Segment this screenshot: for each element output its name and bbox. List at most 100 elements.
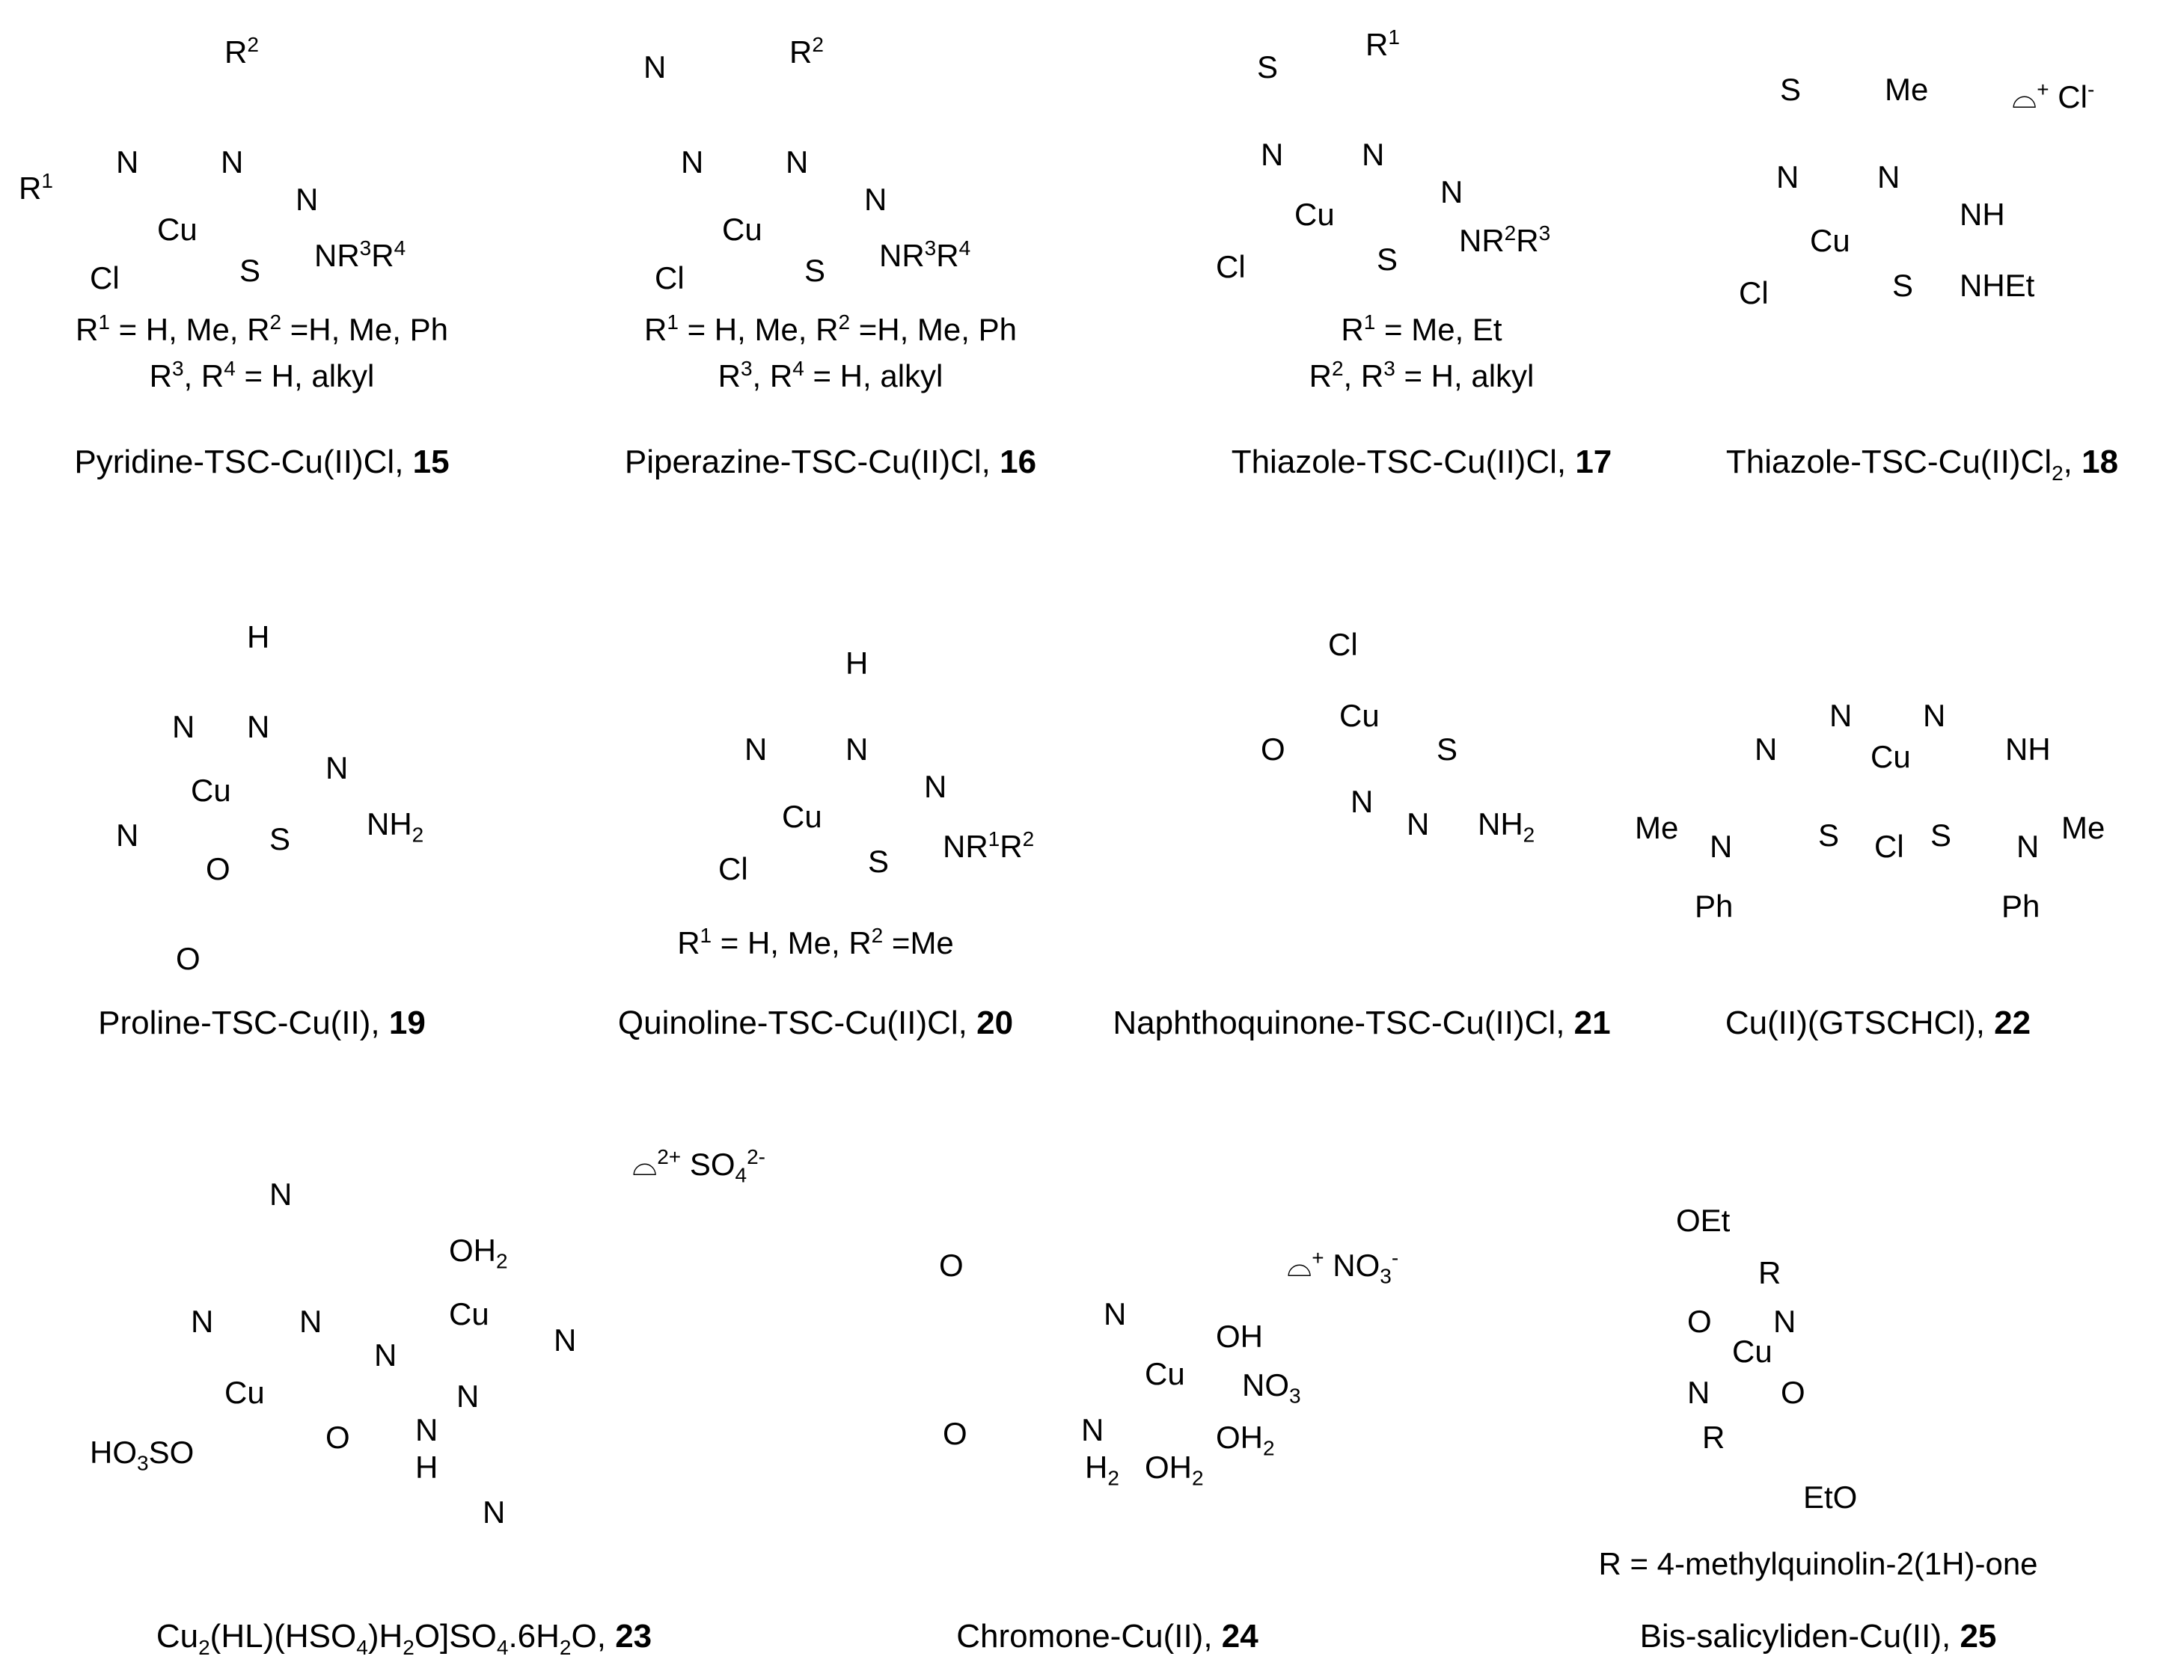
atom-label: Ph [1695,889,1734,924]
atom-label: Cl [718,851,748,886]
complex-name: Cu(II)(GTSCHCl), [1725,1005,1995,1041]
atom-label: N [643,49,667,85]
atom-label: OH [1216,1319,1263,1354]
atom-label: N [924,769,947,804]
atom-label: O [1781,1375,1805,1410]
counter-ion: ⌓+ Cl- [2012,78,2095,114]
atom-label: O [939,1248,964,1283]
atom-label: N [681,144,704,180]
atom-label: Cl [1216,249,1246,284]
atom-label: O [176,941,201,976]
atom-label: N [221,144,244,180]
substituent-definitions: R1 = Me, Et R2, R3 = H, alkyl [1160,307,1683,399]
atom-label: NR3R4 [314,236,406,273]
complex-caption: Naphthoquinone-TSC-Cu(II)Cl, 21 [1100,1002,1624,1044]
atom-label: N [1755,732,1778,767]
atom-label: N [299,1304,322,1339]
atom-label: N [554,1322,577,1358]
substituent-definitions: R1 = H, Me, R2 =H, Me, Ph R3, R4 = H, al… [569,307,1092,399]
atom-label: Cl [1328,627,1358,662]
substituent-line: R1 = Me, Et [1341,310,1502,348]
complex-caption: Quinoline-TSC-Cu(II)Cl, 20 [554,1002,1077,1044]
atom-label: N [483,1494,506,1530]
atom-label: NH [2005,732,2051,767]
atom-label: Cu [782,799,822,834]
atom-label: Me [1885,72,1929,107]
atom-label: S [1892,268,1914,303]
complex-16-panel: N R2 N N N Cu Cl S NR3R4 R1 = H, Me, R2 … [569,22,1092,501]
complex-name: Pyridine-TSC-Cu(II)Cl, [74,444,413,480]
atom-label: N [1407,806,1430,841]
atom-label: N [1362,137,1385,172]
atom-label: N [191,1304,214,1339]
complex-name: Bis-salicyliden-Cu(II), [1639,1618,1960,1655]
atom-label: Cu [449,1296,489,1331]
atom-label: O [325,1420,350,1455]
substituent-line: R = 4-methylquinolin-2(1H)-one [1598,1546,2038,1581]
atom-label: N [845,732,869,767]
atom-label: R2 [789,33,824,70]
complex-15-panel: R2 R1 N N N Cu Cl S NR3R4 R1 = H, Me, R2… [0,22,524,501]
atom-label: S [868,844,890,879]
complex-name: Proline-TSC-Cu(II), [98,1005,389,1041]
atom-label: S [269,821,291,856]
complex-caption: Bis-salicyliden-Cu(II), 25 [1489,1616,2147,1658]
atom-label: N [1829,698,1853,733]
atom-label: N [296,182,319,217]
counter-ion: ⌓2+ SO42- [632,1145,766,1187]
atom-label: S [239,253,261,288]
atom-label: Cu [191,773,231,808]
complex-caption: Pyridine-TSC-Cu(II)Cl, 15 [0,441,524,483]
atom-label: NR2R3 [1459,221,1551,258]
substituent-definitions: R1 = H, Me, R2 =Me [554,920,1077,966]
complex-caption: Thiazole-TSC-Cu(II)Cl2, 18 [1660,441,2184,483]
atom-label: N [1773,1304,1796,1339]
atom-label: OEt [1676,1203,1731,1238]
atom-label: N [374,1337,397,1373]
atom-label: HO3SO [90,1435,195,1475]
atom-label: N [1351,784,1374,819]
complex-caption: Piperazine-TSC-Cu(II)Cl, 16 [569,441,1092,483]
complex-number: 25 [1960,1618,1997,1655]
atom-label: H [845,646,869,681]
atom-label: OH2 [449,1233,508,1273]
complex-number: 18 [2081,444,2119,480]
complex-name: Thiazole-TSC-Cu(II)Cl2, [1725,444,2082,485]
atom-label: N [1440,174,1463,209]
atom-label: H [247,619,270,654]
atom-label: NO3 [1242,1367,1301,1408]
atom-label: N [1687,1375,1710,1410]
atom-label: Cu [1145,1356,1185,1391]
substituent-line: R3, R4 = H, alkyl [149,357,375,394]
substituent-definitions: R1 = H, Me, R2 =H, Me, Ph R3, R4 = H, al… [0,307,524,399]
atom-label: S [1818,818,1840,853]
atom-label: N [1776,159,1799,194]
complex-number: 22 [1994,1005,2031,1041]
atom-label: N [744,732,768,767]
complex-name: Cu2(HL)(HSO4)H2O]SO4.6H2O, [156,1618,616,1659]
complex-caption: Proline-TSC-Cu(II), 19 [0,1002,524,1044]
atom-label: N [247,709,270,744]
atom-label: S [1257,49,1279,85]
atom-label: N [1923,698,1946,733]
complex-21-panel: Cl Cu O S N N NH2 Naphthoquinone-TSC-Cu(… [1100,606,1624,1085]
complex-23-panel: N OH2 Cu N N N N Cu N HO3SO O N H N ⌓2+ … [75,1137,765,1661]
atom-label: O [1687,1304,1712,1339]
atom-label: N [2016,829,2040,864]
atom-label: NH2 [1478,806,1535,847]
atom-label: N [456,1379,480,1414]
atom-label: Cu [157,212,198,247]
atom-label: S [1930,818,1952,853]
atom-label: NH [1960,197,2005,232]
complex-24-panel: O N OH Cu NO3 O N H2 OH2 OH2 ⌓+ NO3- Chr… [793,1137,1422,1661]
complex-name: Piperazine-TSC-Cu(II)Cl, [624,444,1000,480]
atom-label: N [864,182,887,217]
substituent-line: R1 = H, Me, R2 =H, Me, Ph [76,310,448,348]
complex-20-panel: H N N N Cu Cl S NR1R2 R1 = H, Me, R2 =Me… [554,606,1077,1085]
complex-number: 16 [1000,444,1037,480]
substituent-line: R1 = H, Me, R2 =Me [677,924,954,961]
atom-label: NH2 [367,806,424,847]
atom-label: OH2 [1216,1420,1275,1460]
atom-label: N [1104,1296,1127,1331]
